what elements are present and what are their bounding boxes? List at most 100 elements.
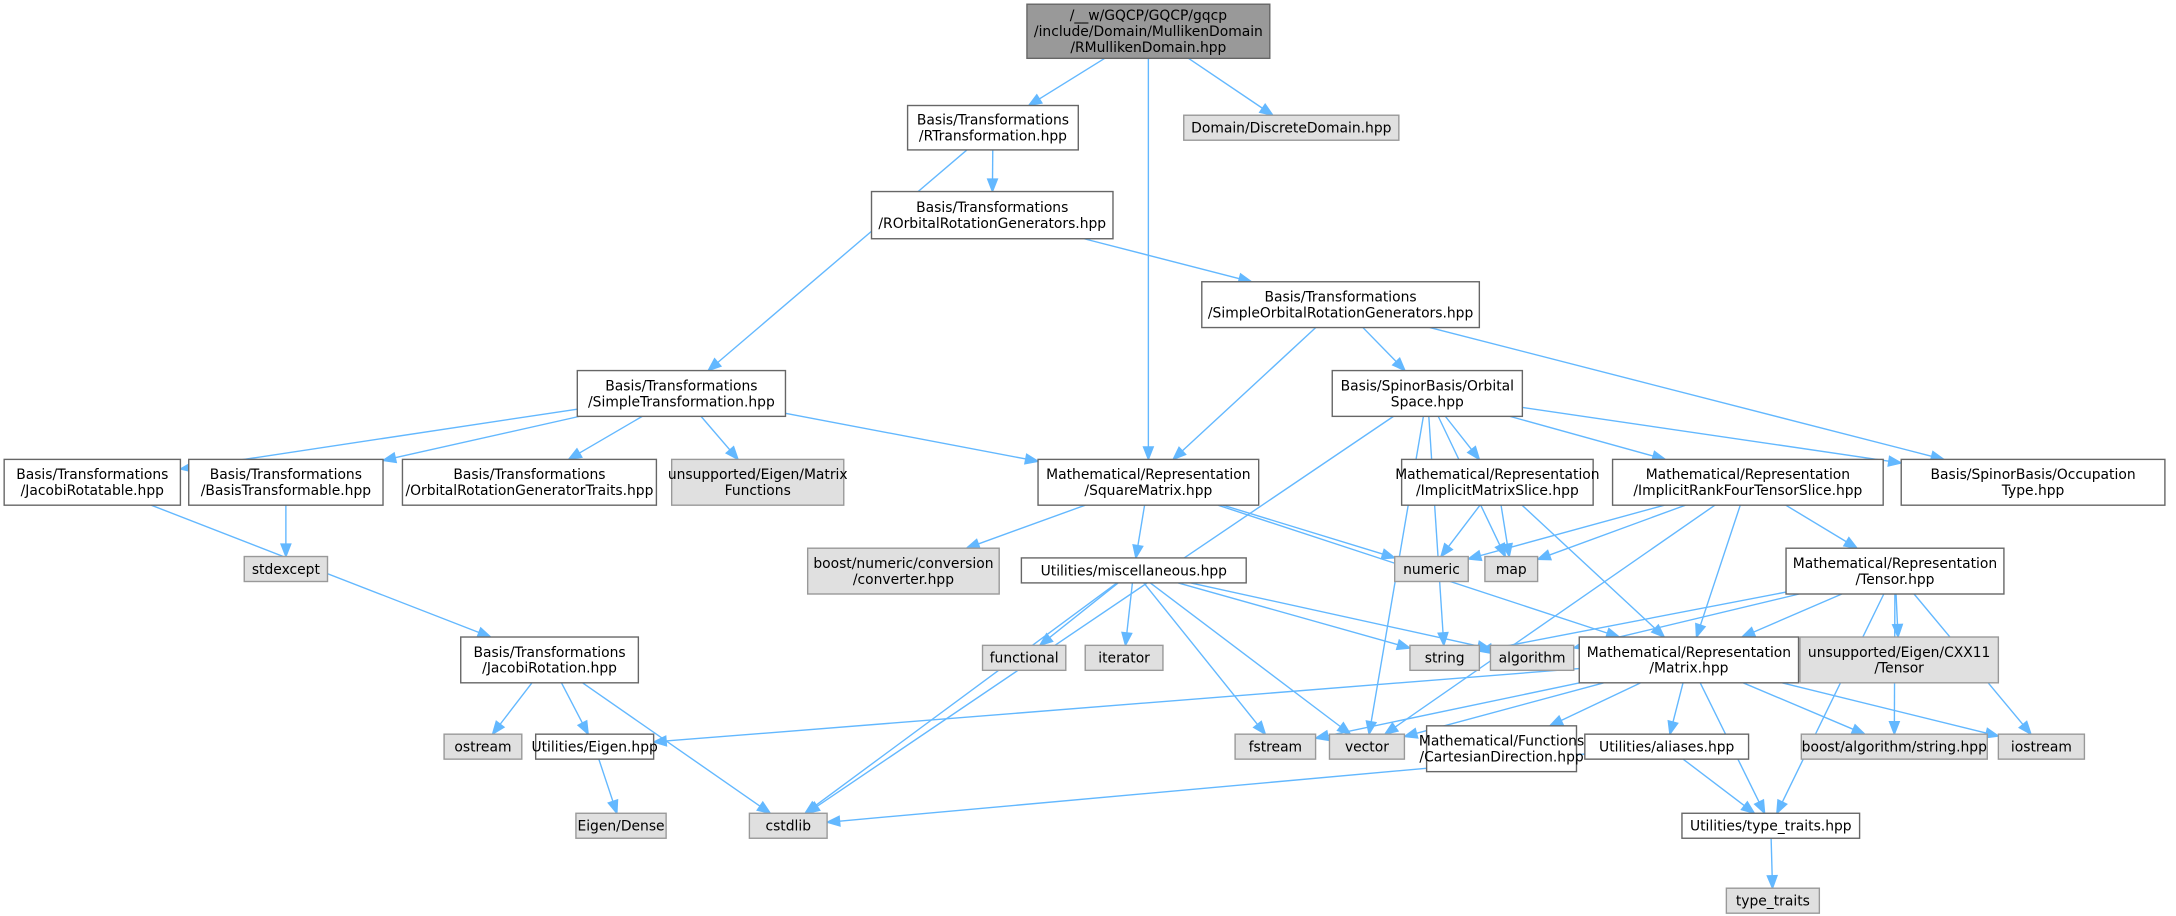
node-box [1785,547,2005,595]
edge-squarematrix-to-misc [1132,505,1146,560]
node-orbrotgentraits[interactable]: Basis/Transformations/OrbitalRotationGen… [401,458,658,506]
node-box [1394,555,1469,583]
node-simporbgen[interactable]: Basis/Transformations/SimpleOrbitalRotat… [1201,281,1481,329]
node-cxx11tensor[interactable]: unsupported/Eigen/CXX11/Tensor [1799,636,2000,684]
node-box [1578,636,1800,684]
node-label-line: Mathematical/Representation [1395,467,1599,483]
node-label-line: ostream [454,740,511,756]
node-aliases[interactable]: Utilities/aliases.hpp [1584,733,1750,760]
node-fstream[interactable]: fstream [1234,733,1317,760]
node-eigen[interactable]: Utilities/Eigen.hpp [531,733,658,760]
node-label-line: Mathematical/Representation [1793,556,1997,572]
node-string[interactable]: string [1409,644,1481,672]
arrowhead-icon [476,626,493,638]
node-label-line: cstdlib [765,819,811,835]
node-label-line: Utilities/aliases.hpp [1599,740,1734,756]
node-box [1331,369,1524,418]
node-root[interactable]: /__w/GQCP/GQCP/gqcp/include/Domain/Mulli… [1026,3,1271,60]
node-label-line: Basis/Transformations [1264,290,1416,306]
edge-misc-to-string [1178,582,1412,651]
edge-aliases-to-typetraitshpp [1682,758,1756,815]
node-label-line: /RMullikenDomain.hpp [1070,40,1226,56]
node-implmatslice[interactable]: Mathematical/Representation/ImplicitMatr… [1395,458,1600,506]
node-jacobirotation[interactable]: Basis/Transformations/JacobiRotation.hpp [460,636,640,684]
edge-matrix-to-fstream [1313,682,1580,742]
node-box [576,369,787,418]
node-box [1584,733,1750,760]
node-label-line: /Tensor.hpp [1855,572,1934,588]
arrowhead-icon [1439,542,1454,559]
node-label-line: fstream [1249,740,1302,756]
node-misc[interactable]: Utilities/miscellaneous.hpp [1020,557,1247,584]
node-label-line: numeric [1403,562,1460,578]
edge-implrank4-to-vector [1383,504,1716,736]
arrowhead-icon [1984,727,2001,739]
edge-rtrans-to-simptrans [706,149,968,372]
node-converter[interactable]: boost/numeric/conversion/converter.hpp [806,547,1000,595]
node-label-line: Basis/Transformations [210,467,362,483]
node-label-line: map [1496,562,1527,578]
node-algorithm[interactable]: algorithm [1489,644,1575,672]
node-box [1020,557,1247,584]
node-label-line: Basis/Transformations [917,113,1069,129]
arrowhead-icon [381,451,398,464]
node-label-line: /SquareMatrix.hpp [1084,483,1212,499]
arrowhead-icon [1391,357,1407,372]
node-label-line: Type.hpp [2001,483,2065,499]
edge-simporbgen-to-orbspace [1362,327,1407,372]
node-box [460,636,640,684]
node-label-line: /SimpleTransformation.hpp [588,394,775,410]
edge-matrix-to-cartesian [1548,682,1641,727]
node-iterator[interactable]: iterator [1084,644,1164,672]
node-label-line: Utilities/type_traits.hpp [1690,819,1852,835]
node-label-line: Utilities/Eigen.hpp [531,740,658,756]
node-box [1799,636,2000,684]
node-functional[interactable]: functional [981,644,1067,672]
node-numeric[interactable]: numeric [1394,555,1469,583]
node-basistransformable[interactable]: Basis/Transformations/BasisTransformable… [188,458,384,506]
node-squarematrix[interactable]: Mathematical/Representation/SquareMatrix… [1037,458,1260,506]
node-stdexcept[interactable]: stdexcept [243,555,329,583]
node-label-line: vector [1345,740,1389,756]
node-jacobirotatable[interactable]: Basis/Transformations/JacobiRotatable.hp… [3,458,182,506]
edge-implrank4-to-tensor [1785,504,1859,550]
edge-matrix-to-booststring [1742,682,1867,735]
node-eigendense[interactable]: Eigen/Dense [575,812,667,839]
node-typetraits[interactable]: type_traits [1725,887,1821,914]
edge-matrix-to-vector [1402,682,1605,739]
node-map[interactable]: map [1484,555,1539,583]
node-label-line: Mathematical/Representation [1046,467,1250,483]
edge-implmatslice-to-map [1500,505,1513,559]
node-ostream[interactable]: ostream [443,733,523,760]
node-implrank4[interactable]: Mathematical/Representation/ImplicitRank… [1611,458,1884,506]
arrowhead-icon [1038,632,1054,647]
arrowhead-icon [1776,798,1788,815]
node-cstdlib[interactable]: cstdlib [748,812,828,839]
arrowhead-icon [1842,536,1859,550]
node-simptrans[interactable]: Basis/Transformations/SimpleTransformati… [576,369,787,418]
node-iostream[interactable]: iostream [1997,733,2086,760]
node-discrete[interactable]: Domain/DiscreteDomain.hpp [1183,114,1400,141]
node-rtrans[interactable]: Basis/Transformations/RTransformation.hp… [906,104,1079,151]
node-rorbgen[interactable]: Basis/Transformations/ROrbitalRotationGe… [870,190,1114,240]
arrowhead-icon [1535,549,1553,561]
edge-squarematrix-to-converter [964,504,1086,550]
arrowhead-icon [1888,720,1901,737]
node-vector[interactable]: vector [1328,733,1406,760]
node-label-line: Space.hpp [1391,394,1464,410]
node-box [981,644,1067,672]
node-box [3,458,182,506]
node-booststring[interactable]: boost/algorithm/string.hpp [1800,733,1988,760]
node-box [1201,281,1481,329]
node-label-line: unsupported/Eigen/CXX11 [1808,645,1990,661]
node-tensor[interactable]: Mathematical/Representation/Tensor.hpp [1785,547,2005,595]
arrowhead-icon [576,719,590,736]
node-matrix[interactable]: Mathematical/Representation/Matrix.hpp [1578,636,1800,684]
node-typetraitshpp[interactable]: Utilities/type_traits.hpp [1681,812,1861,839]
node-cartesian[interactable]: Mathematical/Functions/CartesianDirectio… [1419,725,1584,773]
node-label-line: Basis/Transformations [605,378,757,394]
node-label-line: /Tensor [1874,661,1924,677]
